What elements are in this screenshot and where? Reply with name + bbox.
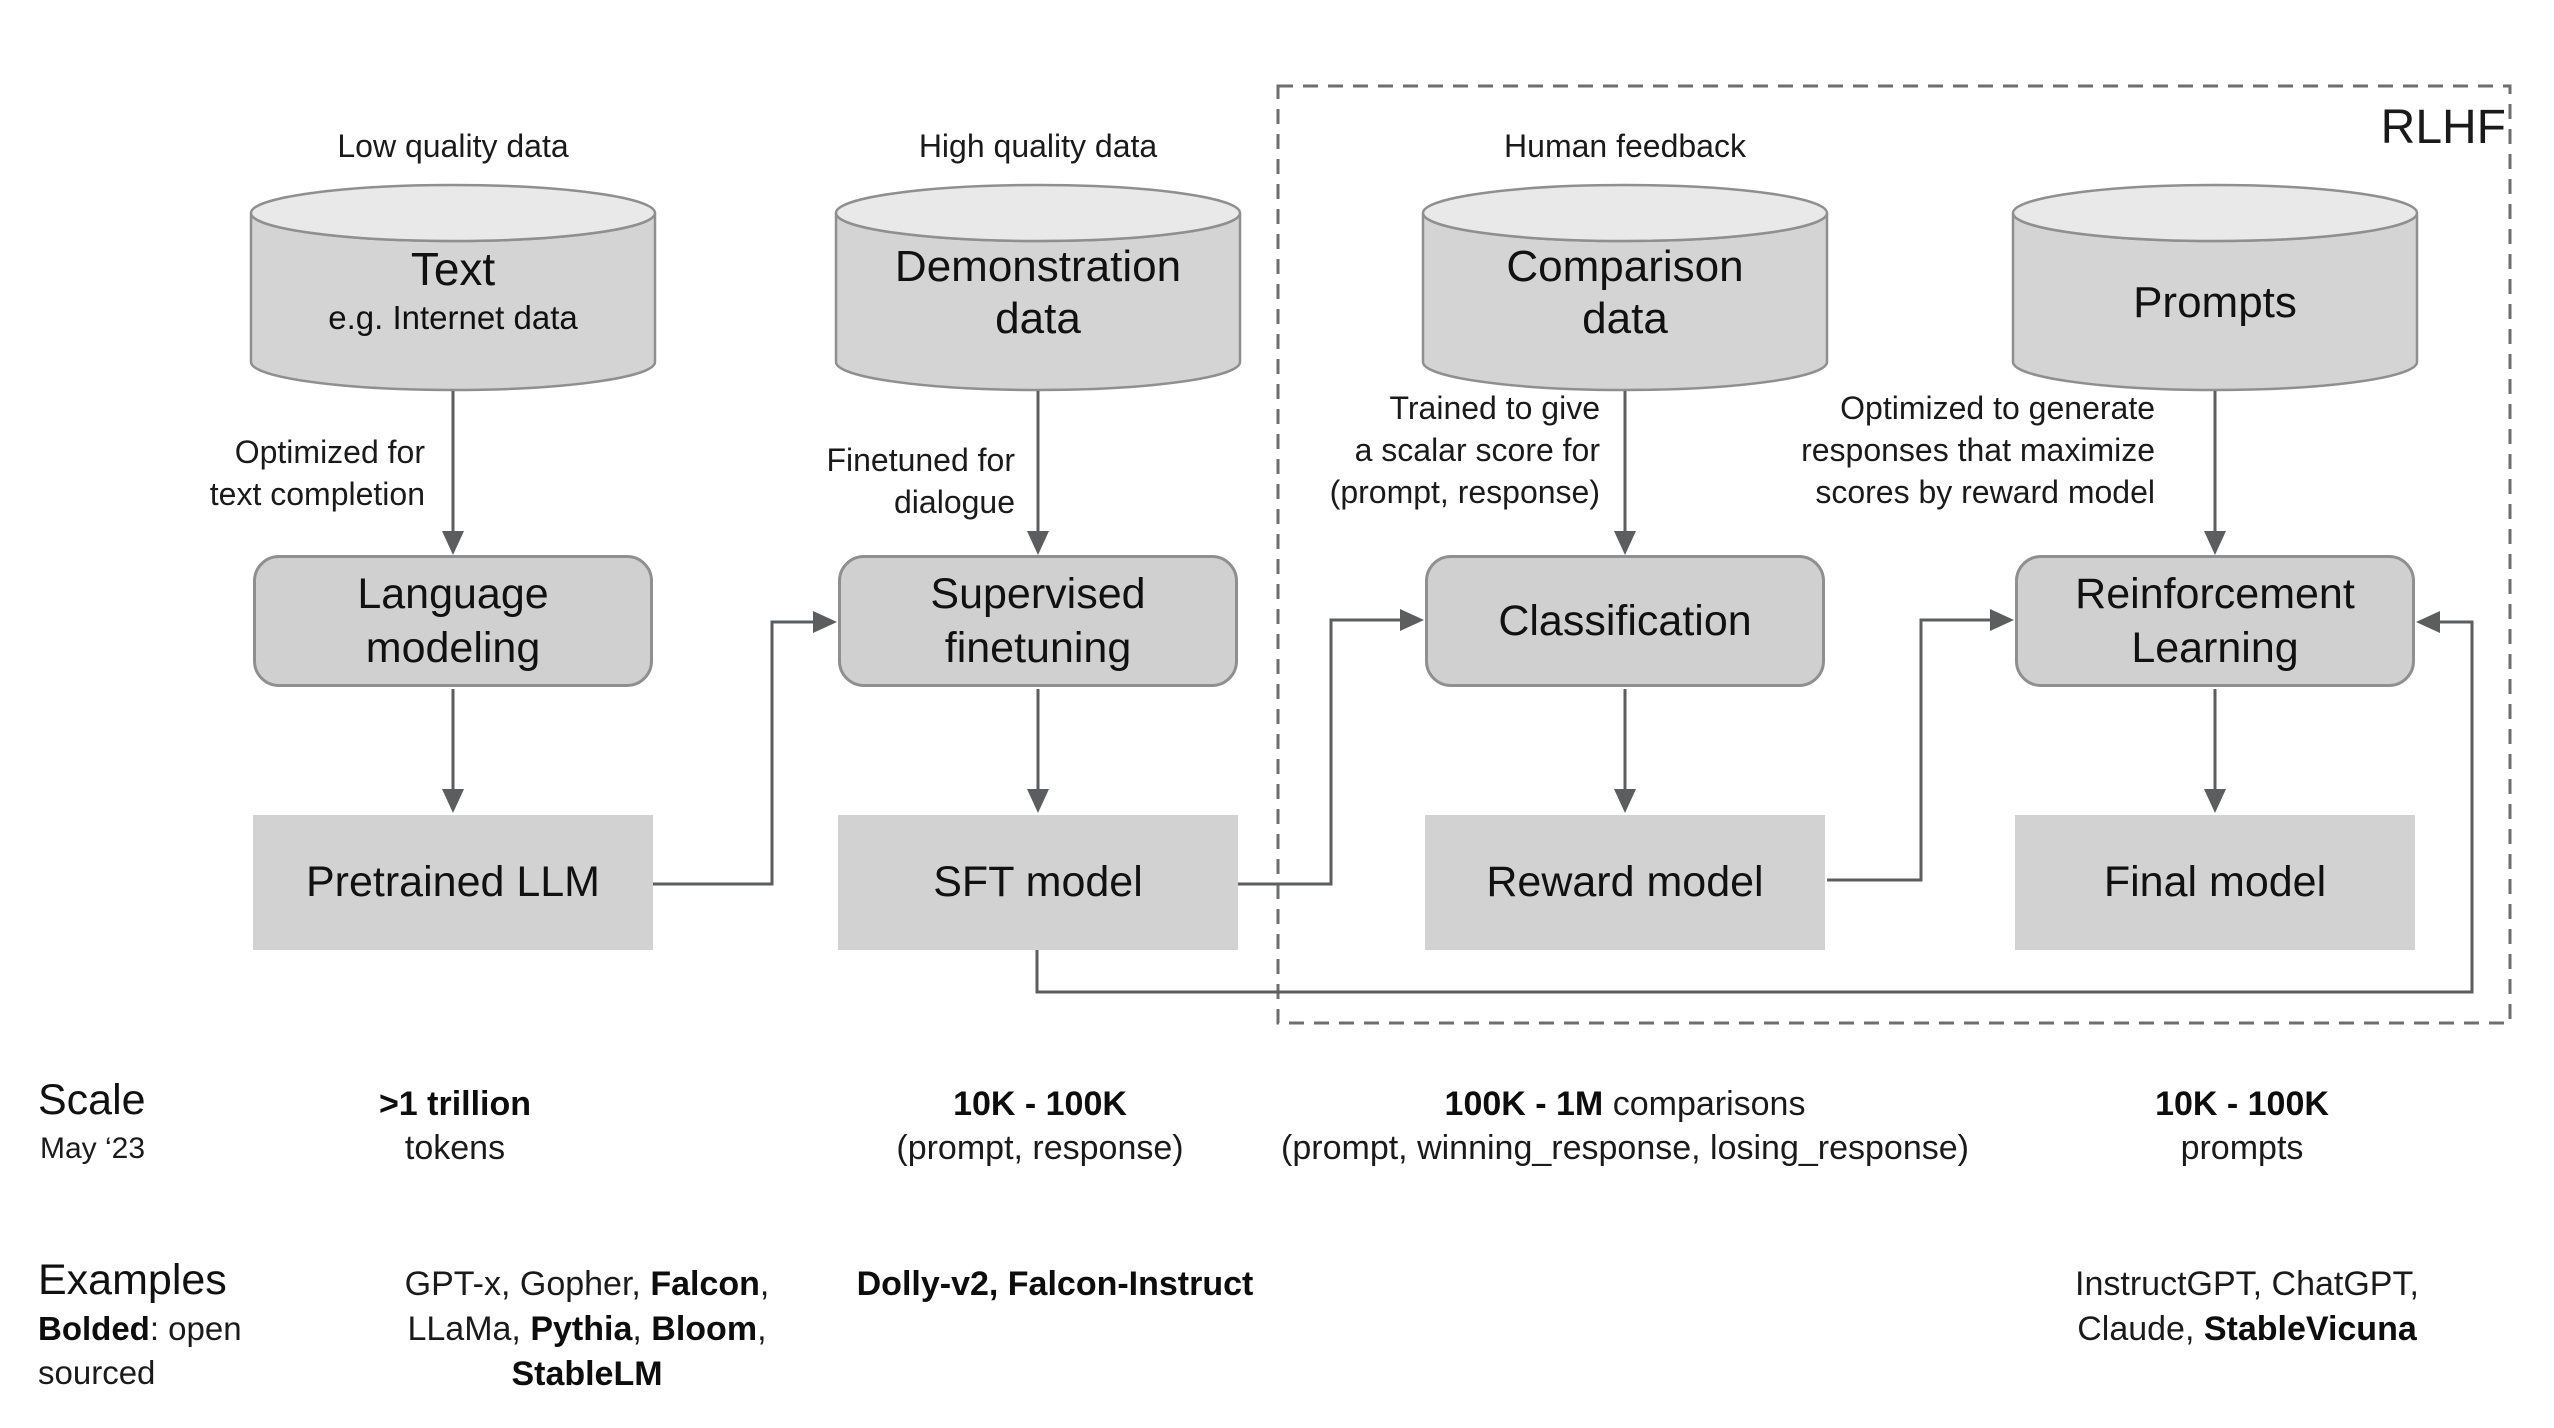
scale-date-label: May ‘23 [40,1132,146,1165]
human-feedback-label: Human feedback [1504,128,1746,164]
cylinder-title: Text [410,243,496,295]
demonstration-data-cylinder-label: Demonstration data [894,242,1182,343]
finetuned-for-dialogue-label: Finetuned for dialogue [826,442,1015,520]
cylinder-subtitle: e.g. Internet data [328,299,578,336]
cylinder-prompts [2011,183,2419,392]
low-quality-data-label: Low quality data [337,128,569,164]
supervised-finetuning-box: Supervised finetuning [838,555,1238,687]
examples-legend-line2: sourced [38,1354,156,1391]
connector-arrowheads [813,609,2440,633]
scale-section-label: Scale [38,1076,146,1124]
rlhf-region-label: RLHF [2380,101,2506,154]
optimized-for-text-completion-label: Optimized for text completion [209,434,425,512]
scale-pretraining: >1 trillion tokens [378,1085,532,1167]
comparison-data-cylinder-label: Comparison data [1506,242,1744,343]
language-modeling-box: Language modeling [253,555,653,687]
pretrained-llm-box: Pretrained LLM [253,815,653,950]
optimized-maximize-scores-label: Optimized to generate responses that max… [1801,390,2155,510]
high-quality-data-label: High quality data [918,128,1158,164]
text-cylinder-label: Text e.g. Internet data [251,215,655,365]
reward-model-box: Reward model [1425,815,1825,950]
cylinder-demonstration-data [834,183,1242,392]
examples-section-label: Examples [38,1256,227,1304]
final-model-box: Final model [2015,815,2415,950]
rlhf-dashed-border [1276,84,2512,1025]
examples-sft-models: Dolly-v2, Falcon-Instruct [856,1265,1254,1303]
trained-scalar-score-label: Trained to give a scalar score for (prom… [1329,390,1600,510]
reinforcement-learning-box: Reinforcement Learning [2015,555,2415,687]
scale-sft: 10K - 100K (prompt, response) [896,1085,1184,1167]
examples-rlhf-models: InstructGPT, ChatGPT, Claude, StableVicu… [2075,1265,2419,1348]
down-arrows-top [442,391,2226,555]
sft-model-box: SFT model [838,815,1238,950]
down-arrows-bottom [442,689,2226,813]
examples-legend: Bolded: open [38,1310,242,1347]
prompts-cylinder-label: Prompts [2133,278,2297,327]
examples-pretrained-llms: GPT-x, Gopher, Falcon, LLaMa, Pythia, Bl… [404,1265,770,1393]
cylinder-text-data [249,183,657,392]
cylinder-comparison-data [1421,183,1829,392]
classification-box: Classification [1425,555,1825,687]
stage-connectors [653,618,2474,994]
scale-rlhf: 10K - 100K prompts [2155,1085,2329,1167]
sft-to-rl-feedback-line [1035,620,2474,994]
scale-reward-model: 100K - 1M comparisons (prompt, winning_r… [1281,1085,1969,1167]
